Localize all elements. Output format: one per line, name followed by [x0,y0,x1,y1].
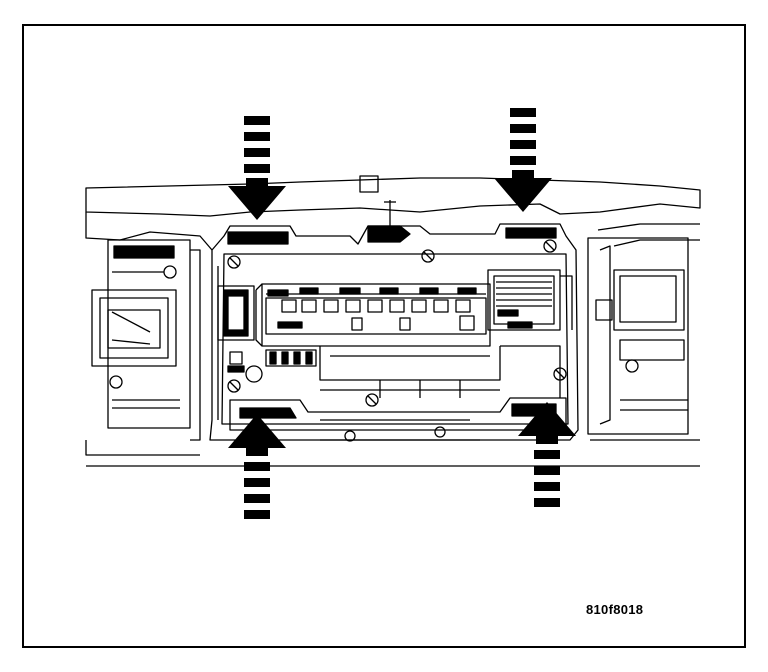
connector-board [255,269,573,398]
control-module-housing [209,200,579,442]
down-arrow-icon [494,108,552,212]
up-arrow-icon [518,402,576,507]
right-bezel [587,237,689,435]
left-bezel [91,239,201,441]
figure-code: 810f8018 [586,602,644,617]
up-arrow-icon [228,414,286,519]
dashboard-background [85,175,701,467]
figure-frame [22,24,746,648]
down-arrow-icon [228,116,286,220]
callout-arrows [228,108,576,519]
